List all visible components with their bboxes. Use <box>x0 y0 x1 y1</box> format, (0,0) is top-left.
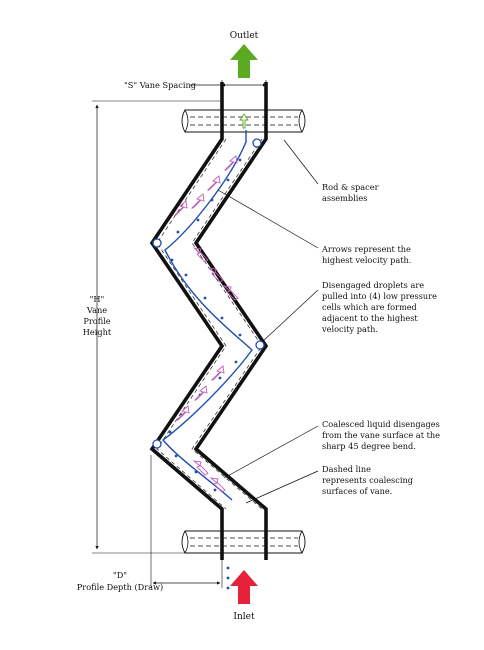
svg-text:highest velocity path.: highest velocity path. <box>322 255 411 265</box>
svg-text:Profile Depth (Draw): Profile Depth (Draw) <box>77 582 163 592</box>
svg-text:surfaces of vane.: surfaces of vane. <box>322 486 392 496</box>
svg-text:"D": "D" <box>113 570 127 580</box>
svg-text:"H": "H" <box>90 294 105 304</box>
height-label: "H" Vane Profile Height <box>83 294 112 337</box>
callout-dashed-line: Dashed line represents coalescing surfac… <box>322 464 413 496</box>
svg-text:sharp 45 degree bend.: sharp 45 degree bend. <box>322 441 416 451</box>
svg-text:Arrows represent the: Arrows represent the <box>321 244 411 254</box>
velocity-arrows <box>173 155 239 493</box>
callout-arrows-velocity: Arrows represent the highest velocity pa… <box>321 244 411 265</box>
svg-text:pulled into (4) low pressure: pulled into (4) low pressure <box>322 291 437 301</box>
svg-text:Height: Height <box>83 327 112 337</box>
svg-text:Profile: Profile <box>83 316 110 326</box>
svg-text:velocity path.: velocity path. <box>321 324 378 334</box>
coalescing-dashed-lines <box>156 138 263 510</box>
svg-text:adjacent to the highest: adjacent to the highest <box>322 313 418 323</box>
svg-text:assemblies: assemblies <box>322 193 367 203</box>
vane-walls <box>149 82 269 560</box>
flow-path <box>161 130 253 501</box>
bottom-rod-assembly <box>181 530 306 554</box>
svg-text:represents coalescing: represents coalescing <box>322 475 413 485</box>
depth-label: "D" Profile Depth (Draw) <box>77 570 163 592</box>
svg-text:from the vane surface at the: from the vane surface at the <box>322 430 440 440</box>
svg-text:Disengaged droplets are: Disengaged droplets are <box>322 280 424 290</box>
outlet-arrow <box>230 44 258 78</box>
callout-disengaged-droplets: Disengaged droplets are pulled into (4) … <box>321 280 437 334</box>
top-rod-assembly <box>181 109 306 133</box>
vane-spacing-label: "S" Vane Spacing <box>124 80 196 90</box>
callout-coalesced-liquid: Coalesced liquid disengages from the van… <box>322 419 440 451</box>
inlet-arrow <box>230 570 258 604</box>
svg-text:Vane: Vane <box>86 305 107 315</box>
svg-text:Rod & spacer: Rod & spacer <box>322 182 379 192</box>
svg-text:Coalesced liquid disengages: Coalesced liquid disengages <box>322 419 440 429</box>
callout-leaders <box>217 139 319 504</box>
callout-rod-spacer: Rod & spacer assemblies <box>322 182 379 203</box>
low-pressure-cells <box>152 138 265 449</box>
svg-text:cells which are formed: cells which are formed <box>322 302 417 312</box>
outlet-label: Outlet <box>230 31 259 41</box>
inlet-label: Inlet <box>233 612 255 622</box>
svg-text:Dashed line: Dashed line <box>322 464 371 474</box>
upward-flow-arrow <box>239 113 249 129</box>
